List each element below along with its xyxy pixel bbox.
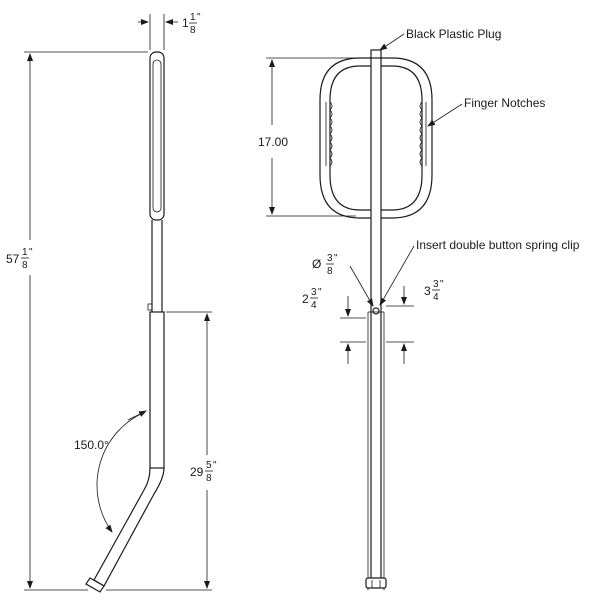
- lower-num: 5: [206, 460, 212, 471]
- dia-unit: ": [334, 253, 338, 264]
- right-offset-whole: 3: [424, 284, 431, 298]
- right-offset-unit: ": [440, 279, 444, 290]
- dia-num: 3: [327, 253, 333, 264]
- end-cap: [85, 577, 105, 593]
- dia-prefix: Ø: [312, 257, 321, 271]
- left-offset-whole: 2: [302, 292, 309, 306]
- lower-whole: 29: [190, 465, 204, 479]
- lower-unit: ": [213, 460, 217, 471]
- upper-handle: [149, 51, 165, 221]
- left-offset-unit: ": [318, 287, 322, 298]
- notches-callout: Finger Notches: [464, 96, 545, 110]
- notches-leader: [427, 103, 463, 127]
- top-width-whole: 1: [182, 16, 189, 30]
- finger-notches-left: [325, 101, 333, 167]
- height-den: 8: [22, 260, 28, 271]
- top-width-unit: ": [197, 12, 201, 23]
- right-offset-num: 3: [433, 279, 439, 290]
- right-grip-loop: [381, 57, 433, 219]
- plug-leader: [379, 33, 405, 51]
- top-width-den: 8: [190, 25, 196, 36]
- angle-label: 150.0°: [74, 438, 109, 452]
- dia-den: 8: [327, 266, 333, 277]
- plastic-plug: [370, 49, 382, 59]
- clip-hole: [372, 307, 380, 315]
- height-unit: ": [29, 247, 33, 258]
- front-view: 17.00 Black Plastic Plug Finger Notches …: [258, 27, 580, 590]
- finger-notches-right: [419, 101, 427, 167]
- tube-bend: [93, 467, 165, 587]
- left-offset-den: 4: [311, 300, 317, 311]
- clip-leader: [379, 245, 415, 306]
- height-num: 1: [22, 247, 28, 258]
- right-offset-den: 4: [433, 292, 439, 303]
- plug-callout: Black Plastic Plug: [406, 27, 501, 41]
- lower-tube: [149, 311, 165, 469]
- grip-height: 17.00: [258, 135, 288, 149]
- lower-den: 8: [206, 473, 212, 484]
- left-grip-loop: [319, 57, 371, 219]
- upper-handle-inner: [152, 59, 162, 213]
- top-width-num: 1: [190, 12, 196, 23]
- height-whole: 57: [6, 252, 20, 266]
- angle-arc: [96, 411, 146, 533]
- left-offset-num: 3: [311, 287, 317, 298]
- clip-callout: Insert double button spring clip: [416, 238, 580, 252]
- clip-bump: [147, 303, 153, 311]
- front-end-cap: [365, 577, 387, 589]
- side-view: 57 1 8 " 1 1 8 " 29 5 8 " 150.0°: [6, 12, 217, 593]
